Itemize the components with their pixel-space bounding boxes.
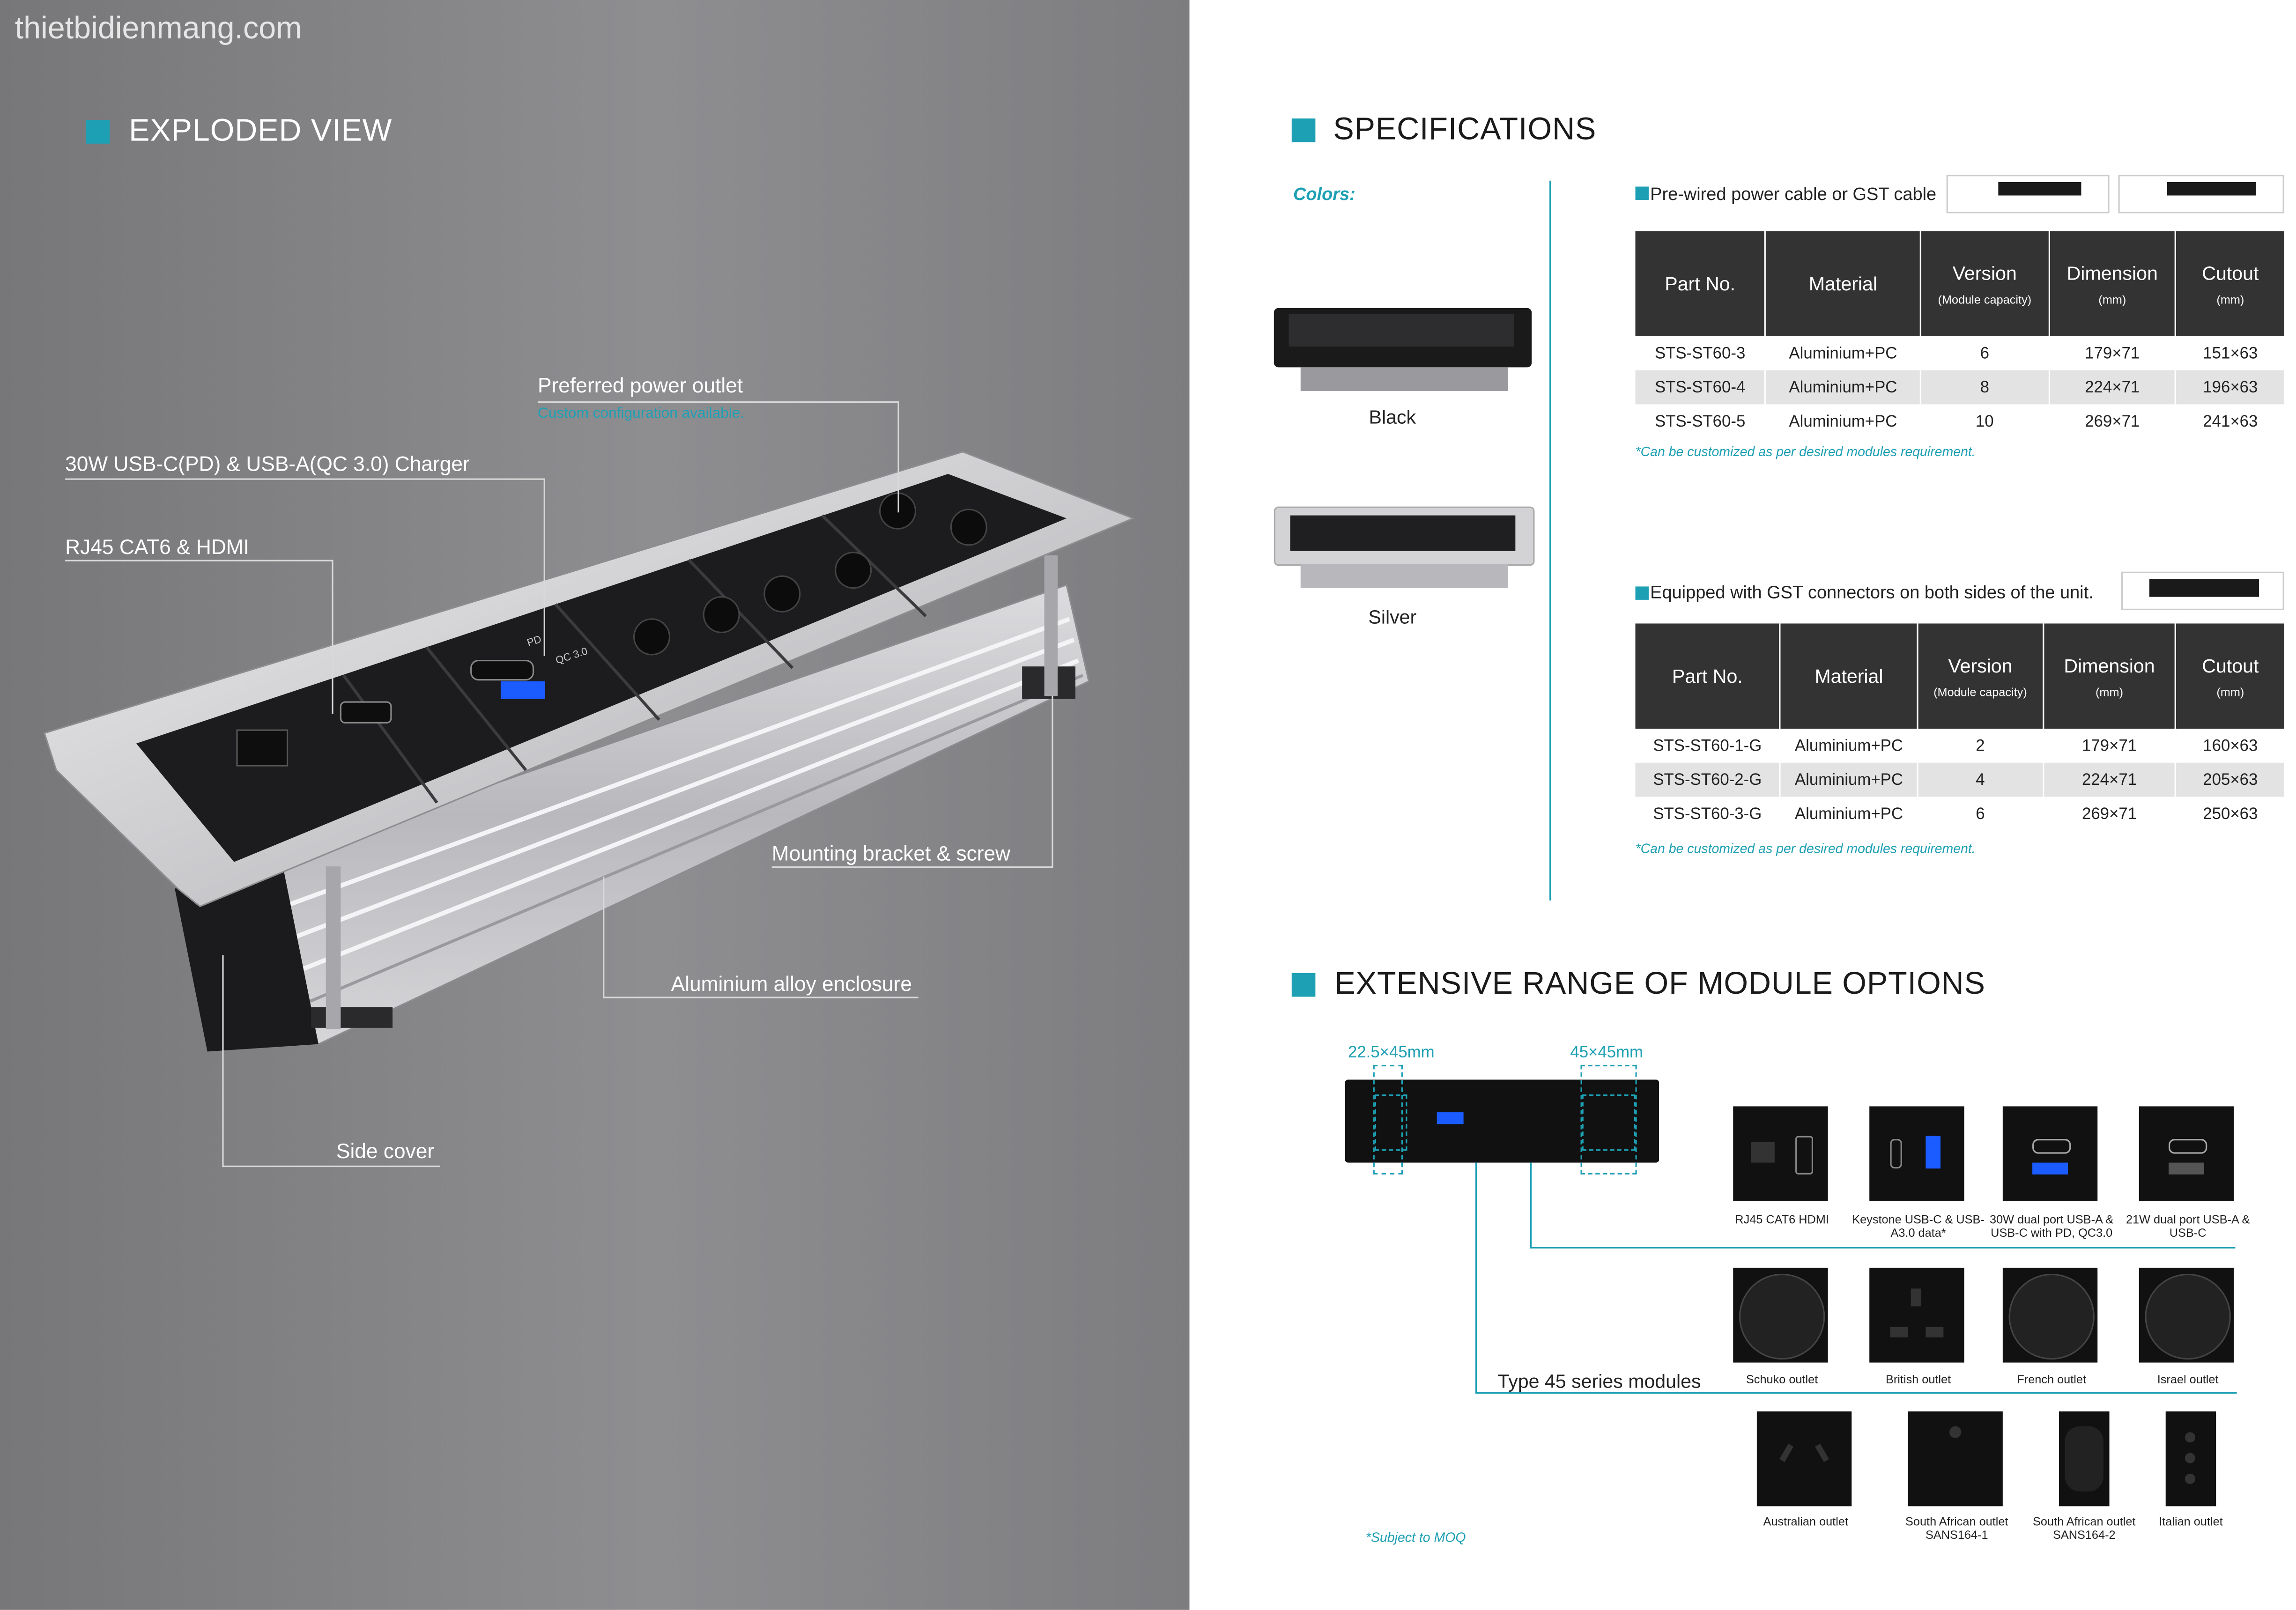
th-material: Material	[1764, 231, 1921, 336]
type45-label: Type 45 series modules	[1497, 1370, 1701, 1392]
leader-line	[603, 877, 605, 998]
callout-rj45: RJ45 CAT6 & HDMI	[65, 534, 250, 559]
dim-small-label: 22.5×45mm	[1348, 1044, 1435, 1062]
silver-unit-enclosure	[1300, 564, 1508, 588]
spec-table-2: Part No. Material Version(Module capacit…	[1635, 623, 2284, 831]
bullet	[1635, 186, 1649, 200]
divider	[1549, 180, 1551, 901]
module-caption: French outlet	[2017, 1373, 2087, 1387]
module-21w-usb	[2139, 1106, 2234, 1201]
black-unit-image	[1274, 308, 1532, 368]
module-caption: RJ45 CAT6 HDMI	[1735, 1213, 1829, 1226]
th-dimension: Dimension(mm)	[2048, 231, 2176, 336]
power-unit-illustration	[43, 451, 1135, 1052]
th-part-no: Part No.	[1635, 623, 1780, 729]
watermark: thietbidienmang.com	[15, 12, 302, 46]
leader-line	[538, 401, 899, 403]
leader-line	[897, 401, 899, 513]
bullet	[1635, 586, 1649, 600]
section-marker	[1291, 118, 1316, 142]
module-caption: 21W dual port USB-A & USB-C	[2126, 1213, 2250, 1240]
connector-line	[1530, 1162, 1532, 1249]
table2-caption: Equipped with GST connectors on both sid…	[1650, 582, 2094, 603]
module-caption: 30W dual port USB-A & USB-C with PD, QC3…	[1990, 1213, 2114, 1240]
color-silver-label: Silver	[1368, 606, 1417, 628]
module-keystone-usb	[1869, 1106, 1964, 1201]
black-unit-enclosure	[1300, 367, 1508, 391]
module-caption: Schuko outlet	[1746, 1373, 1818, 1387]
connector-line	[1475, 1162, 1477, 1394]
callout-side-cover: Side cover	[336, 1139, 435, 1163]
leader-line	[65, 560, 333, 561]
leader-line	[222, 1165, 440, 1167]
th-part-no: Part No.	[1635, 231, 1766, 336]
moq-note: *Subject to MOQ	[1365, 1529, 1466, 1545]
th-cutout: Cutout(mm)	[2175, 623, 2284, 729]
module-caption: Australian outlet	[1763, 1515, 1848, 1529]
specifications-heading: SPECIFICATIONS	[1333, 112, 1597, 147]
dim-large-marker	[1580, 1064, 1637, 1174]
leader-line	[771, 866, 1053, 868]
module-caption: South African outlet SANS164-1	[1905, 1515, 2008, 1542]
module-caption: British outlet	[1885, 1373, 1951, 1387]
module-australian	[1756, 1411, 1852, 1507]
th-version: Version(Module capacity)	[1919, 231, 2049, 336]
leader-line	[603, 997, 918, 998]
module-british	[1869, 1268, 1964, 1363]
gst-cable-image	[2118, 175, 2284, 214]
callout-charger: 30W USB-C(PD) & USB-A(QC 3.0) Charger	[65, 451, 470, 476]
module-south-african-1	[1908, 1411, 2003, 1507]
callout-power-outlet-sub: Custom configuration available.	[538, 406, 745, 422]
callout-enclosure: Aluminium alloy enclosure	[671, 971, 912, 996]
th-cutout: Cutout(mm)	[2175, 231, 2284, 336]
module-italian	[2165, 1411, 2216, 1507]
callout-power-outlet: Preferred power outlet	[538, 373, 743, 397]
modules-heading: EXTENSIVE RANGE OF MODULE OPTIONS	[1334, 967, 1985, 1001]
connector-line	[1475, 1392, 2237, 1394]
silver-unit-image	[1274, 506, 1535, 566]
module-caption: Israel outlet	[2157, 1373, 2219, 1387]
leader-line	[65, 478, 545, 480]
module-south-african-2	[2059, 1411, 2110, 1507]
gst-unit-image	[2121, 571, 2284, 610]
module-israel	[2139, 1268, 2234, 1363]
sample-unit	[1345, 1079, 1659, 1163]
module-schuko	[1733, 1268, 1828, 1363]
module-caption: Italian outlet	[2159, 1515, 2223, 1529]
leader-line	[222, 955, 224, 1167]
dim-large-label: 45×45mm	[1570, 1044, 1644, 1062]
module-30w-usb	[2002, 1106, 2098, 1201]
leader-line	[1052, 696, 1053, 868]
module-rj45-hdmi	[1733, 1106, 1828, 1201]
callout-bracket: Mounting bracket & screw	[771, 841, 1011, 865]
module-caption: South African outlet SANS164-2	[2033, 1515, 2136, 1542]
connector-line	[1530, 1247, 2236, 1249]
table1-note: *Can be customized as per desired module…	[1635, 444, 1976, 459]
th-dimension: Dimension(mm)	[2042, 623, 2176, 729]
module-caption: Keystone USB-C & USB-A3.0 data*	[1852, 1213, 1985, 1240]
dim-small-marker	[1373, 1064, 1403, 1174]
exploded-view-panel: thietbidienmang.com EXPLODED VIEW	[0, 0, 1190, 1610]
table1-caption: Pre-wired power cable or GST cable	[1650, 184, 1937, 205]
cable-image	[1946, 175, 2110, 214]
leader-line	[332, 560, 333, 714]
leader-line	[543, 478, 545, 657]
colors-label: Colors:	[1293, 184, 1355, 205]
section-marker	[86, 120, 110, 144]
color-black-label: Black	[1369, 406, 1416, 428]
module-french	[2002, 1268, 2098, 1363]
th-material: Material	[1779, 623, 1918, 729]
spec-table-1: Part No. Material Version(Module capacit…	[1635, 231, 2284, 439]
section-marker	[1291, 973, 1316, 997]
exploded-view-heading: EXPLODED VIEW	[129, 114, 393, 148]
th-version: Version(Module capacity)	[1917, 623, 2043, 729]
table2-note: *Can be customized as per desired module…	[1635, 841, 1976, 856]
